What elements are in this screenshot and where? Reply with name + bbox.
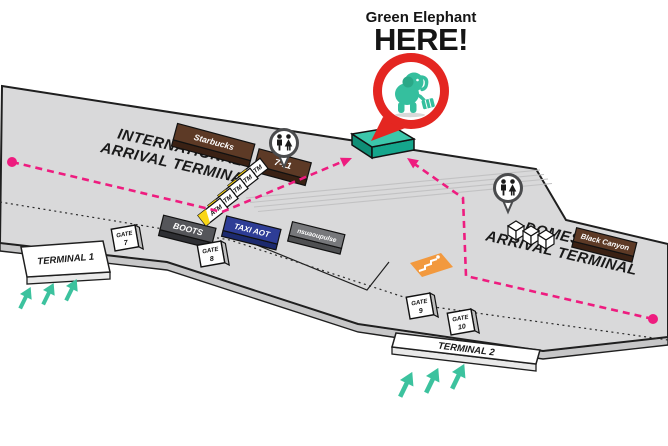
direction-arrow bbox=[419, 364, 445, 396]
route-arrowhead-west bbox=[339, 157, 352, 167]
direction-arrow bbox=[37, 280, 60, 308]
title-block: Green Elephant HERE! bbox=[366, 9, 477, 57]
gate-number: 8 bbox=[209, 256, 214, 264]
route-arrowhead-east bbox=[407, 158, 419, 169]
escalator-person-icon bbox=[436, 255, 440, 259]
floor-interior-wall bbox=[246, 240, 390, 291]
restroom-pin bbox=[269, 128, 299, 170]
gate-word: GATE bbox=[452, 315, 470, 324]
direction-arrow bbox=[445, 360, 471, 392]
route-path bbox=[7, 157, 658, 324]
terminal2-arrows bbox=[393, 360, 471, 400]
location-pin-icon bbox=[371, 53, 449, 141]
gate-9-sign: GATE 9 bbox=[405, 292, 439, 320]
gate-number: 9 bbox=[418, 308, 423, 316]
floor-top-face bbox=[0, 84, 668, 353]
shop-boots: BOOTS bbox=[157, 214, 217, 250]
terminal-floor bbox=[0, 84, 668, 360]
counter-info: nsuaoupulse bbox=[286, 220, 346, 255]
counter-taxi-aot: TAXI AOT bbox=[220, 215, 282, 251]
gate-number: 10 bbox=[458, 323, 467, 331]
suitcase-icon bbox=[419, 94, 435, 110]
gate-word: GATE bbox=[202, 247, 220, 256]
restroom-icon bbox=[277, 134, 293, 151]
gate-word: GATE bbox=[116, 231, 134, 240]
escalator-sign bbox=[410, 253, 453, 277]
white-box bbox=[506, 220, 526, 242]
direction-arrow bbox=[14, 284, 37, 312]
title-line1: Green Elephant bbox=[366, 9, 477, 26]
gate-10-sign: GATE 10 bbox=[446, 308, 480, 336]
gate-8-sign: GATE 8 bbox=[196, 240, 230, 268]
gate-number: 7 bbox=[123, 239, 129, 247]
direction-arrow bbox=[393, 368, 419, 400]
terminal1-platform: TERMINAL 1 bbox=[20, 240, 111, 285]
route-line-west bbox=[11, 159, 345, 214]
route-line-east bbox=[412, 161, 654, 321]
meeting-point-counter bbox=[349, 126, 417, 160]
white-box bbox=[521, 225, 541, 247]
shop-starbucks: Starbucks bbox=[170, 122, 256, 168]
restroom-pin bbox=[493, 173, 523, 215]
terminal2-platform: TERMINAL 2 bbox=[391, 332, 541, 372]
shop-black-canyon: Black Canyon bbox=[571, 226, 638, 263]
restroom-icon bbox=[501, 179, 517, 196]
terminal1-label: TERMINAL 1 bbox=[37, 252, 95, 268]
escalator-steps-icon bbox=[418, 258, 438, 272]
unlabeled-counter-boxes bbox=[506, 220, 556, 251]
gate-word: GATE bbox=[411, 299, 429, 308]
gate-7-sign: GATE 7 bbox=[110, 224, 144, 252]
green-elephant-mascot-icon bbox=[395, 72, 435, 118]
title-line2: HERE! bbox=[374, 22, 468, 57]
walkway-dotted-line bbox=[0, 201, 668, 341]
atm-kiosks: ATM ATM ATM ATM ATM bbox=[197, 157, 269, 227]
white-box bbox=[536, 229, 556, 251]
